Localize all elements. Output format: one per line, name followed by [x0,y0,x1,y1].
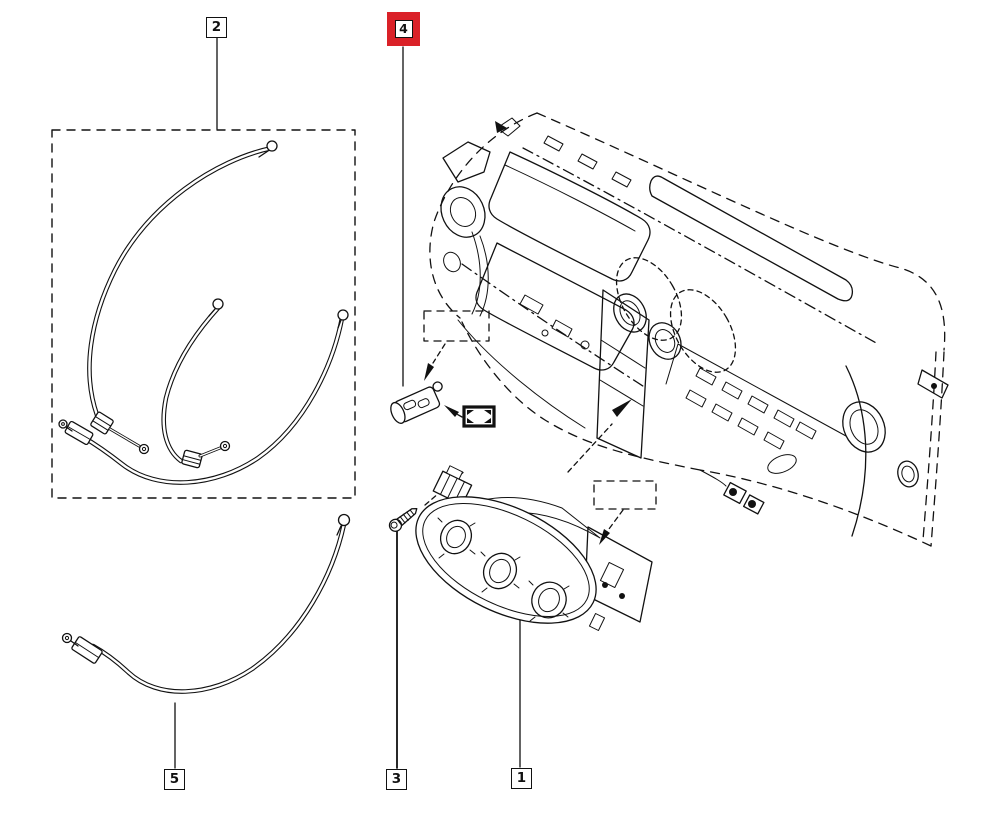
cable-part-5 [61,513,351,692]
callout-label-5[interactable]: 5 [164,769,185,790]
callout-number-2: 2 [211,18,222,35]
callout-label-2[interactable]: 2 [206,17,227,38]
bulb-part-4 [390,310,496,428]
callout-label-3[interactable]: 3 [386,769,407,790]
center-stack [596,289,650,459]
callout-label-1[interactable]: 1 [511,768,532,789]
side-vent-and-speaker [842,369,949,488]
part-4-frame-marker [462,405,496,428]
glovebox-frame [665,343,867,537]
cable-set-part-2 [51,129,356,499]
heater-control-unit-part-1 [415,423,657,631]
dashboard-assembly [429,112,949,547]
part-4-callout-box [423,310,490,342]
install-direction-arrow [612,399,632,417]
part-2-dashed-box [51,129,356,499]
callout-number-5: 5 [169,770,180,787]
leader-lines [174,37,521,769]
callout-number-4: 4 [399,20,408,36]
callout-label-4-highlighted[interactable]: 4 [387,12,420,46]
callout-number-1: 1 [516,769,527,786]
defroster-vent-strip [649,175,854,302]
instrument-cluster [440,117,521,317]
callout-label-4: 4 [394,20,413,38]
callout-number-3: 3 [391,770,402,787]
control-knobs [437,517,570,622]
lower-brackets [699,469,765,515]
part-1-callout-box [593,480,657,510]
